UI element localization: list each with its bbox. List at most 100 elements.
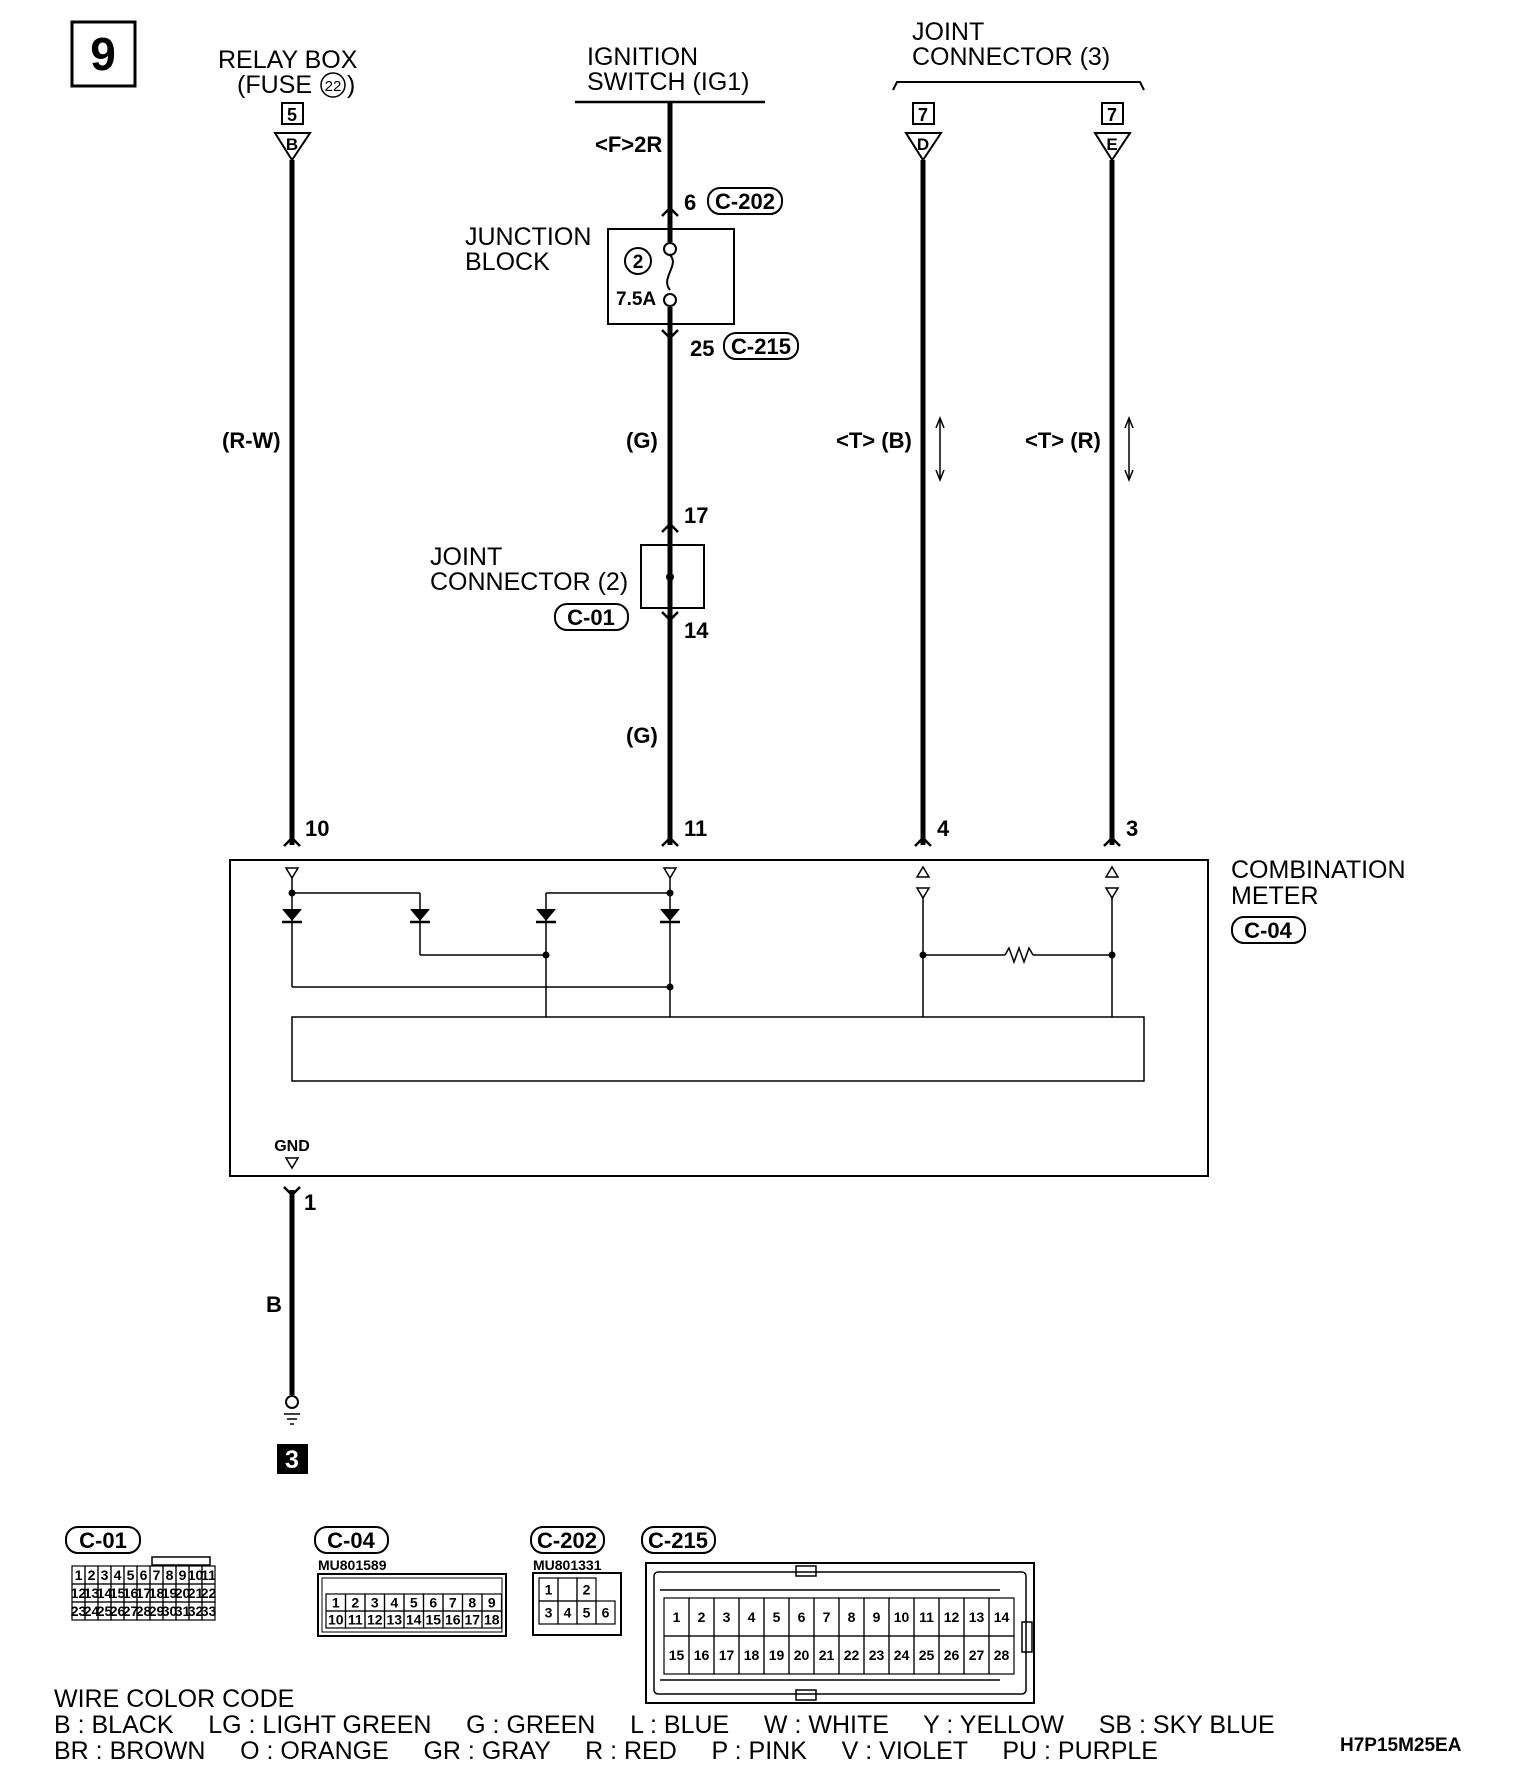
pin-25-label: 25 [690, 336, 714, 361]
connector-pin-number: 19 [162, 1585, 178, 1601]
connector-pin-number: 19 [769, 1647, 785, 1663]
connector-pin-cell [557, 1577, 578, 1602]
wire-color-code-line-2: BR : BROWN O : ORANGE GR : GRAY R : RED … [54, 1737, 1158, 1765]
connector-pin-number: 33 [201, 1603, 217, 1619]
conn-c215-tag-label: C-215 [731, 334, 791, 359]
connector-pin-number: 17 [136, 1585, 152, 1601]
connector-pin-number: 13 [969, 1609, 985, 1625]
connector-pin-number: 11 [919, 1609, 934, 1625]
connector-pin-number: 15 [669, 1647, 685, 1663]
combination-meter-title: COMBINATION [1231, 856, 1406, 884]
joint-conn-2-title: JOINT [430, 543, 502, 571]
conn-c04-tag-label: C-04 [1244, 918, 1292, 943]
relay-box-fuse-label: (FUSE [237, 71, 312, 99]
connector-pin-number: 6 [140, 1567, 148, 1583]
connector-pin-number: 23 [869, 1647, 885, 1663]
page-number-box: 9 [70, 20, 137, 88]
combination-meter: COMBINATION METER C-04 [229, 856, 1406, 1177]
connector-pin-number: 13 [386, 1612, 402, 1628]
diode-icon [410, 909, 430, 924]
connector-pin-number: 14 [97, 1585, 113, 1601]
connector-pin-number: 26 [110, 1603, 126, 1619]
junction-fuse-number: 2 [633, 252, 644, 273]
connector-pin-number: 10 [894, 1609, 910, 1625]
conn-view-c215-label: C-215 [648, 1528, 708, 1553]
connector-pin-number: 20 [794, 1647, 810, 1663]
connector-pin-number: 12 [71, 1585, 87, 1601]
conn-c202-tag-label: C-202 [715, 189, 775, 214]
connector-pin-number: 24 [84, 1603, 100, 1619]
connector-pin-number: 1 [673, 1609, 681, 1625]
fuse-number-circle [320, 72, 346, 98]
connector-pin-number: 9 [873, 1609, 881, 1625]
connector-pin-number: 9 [488, 1595, 496, 1611]
connector-pin-number: 6 [602, 1605, 610, 1621]
connector-pin-number: 22 [201, 1585, 217, 1601]
conn-view-c04-part: MU801589 [318, 1557, 387, 1573]
connector-pin-number: 20 [175, 1585, 191, 1601]
connector-pin-number: 30 [162, 1603, 178, 1619]
connector-pin-number: 5 [773, 1609, 781, 1625]
connector-tag-c215: C-215 [723, 332, 799, 360]
connector-pin-number: 11 [201, 1567, 216, 1583]
wire-label-g-1: (G) [626, 428, 658, 453]
gnd-label: GND [274, 1138, 310, 1155]
joint-3-code-e: E [1106, 135, 1117, 154]
connector-pin-number: 3 [101, 1567, 109, 1583]
conn-c01-tag-label: C-01 [567, 605, 615, 630]
connector-pin-number: 14 [994, 1609, 1010, 1625]
connector-pin-number: 16 [445, 1612, 461, 1628]
connector-pin-number: 8 [166, 1567, 174, 1583]
pin-3-label: 3 [1126, 816, 1138, 841]
relay-terminal-symbol [273, 132, 312, 162]
wire-color-code-line-1: B : BLACK LG : LIGHT GREEN G : GREEN L :… [54, 1711, 1275, 1739]
connector-pin-number: 23 [71, 1603, 87, 1619]
junction-block-title: JUNCTION [465, 223, 591, 251]
connector-pin-number: 27 [123, 1603, 139, 1619]
joint-conn-3-title-2: CONNECTOR (3) [912, 43, 1110, 71]
connector-pin-number: 1 [75, 1567, 83, 1583]
connector-pin-number: 32 [188, 1603, 204, 1619]
ignition-variant: <F>2R [595, 132, 662, 157]
connector-pin-number: 17 [719, 1647, 735, 1663]
joint-3-code-d: D [917, 135, 929, 154]
pin-11-label: 11 [684, 816, 707, 841]
connector-pin-number: 16 [123, 1585, 139, 1601]
joint-conn-2-title-2: CONNECTOR (2) [430, 568, 628, 596]
page-number: 9 [90, 28, 116, 80]
connector-pin-number: 10 [188, 1567, 204, 1583]
junction-block: JUNCTION BLOCK 2 7.5A [465, 223, 735, 330]
wire-label-g-2: (G) [626, 723, 658, 748]
connector-pin-number: 5 [410, 1595, 418, 1611]
connector-pin-cell [988, 1635, 1015, 1675]
connector-pin-number: 3 [723, 1609, 731, 1625]
connector-pin-number: 28 [136, 1603, 152, 1619]
connector-pin-number: 2 [698, 1609, 706, 1625]
joint-3-terminal-e: 7 [1107, 105, 1117, 125]
wire-label-rw: (R-W) [222, 428, 281, 453]
relay-fuse-number: 22 [325, 78, 342, 95]
connector-pin-cell [595, 1600, 616, 1625]
wire-label-b: B [266, 1292, 282, 1317]
connector-pin-number: 6 [429, 1595, 437, 1611]
connector-pin-number: 8 [468, 1595, 476, 1611]
relay-terminal-code: B [286, 135, 298, 154]
wire-color-code-title: WIRE COLOR CODE [54, 1685, 294, 1713]
pin-4-label: 4 [937, 816, 950, 841]
connector-pin-number: 15 [425, 1612, 441, 1628]
connector-pin-number: 26 [944, 1647, 960, 1663]
diode-icon [536, 909, 556, 924]
pin-10-arrow [283, 836, 301, 847]
connector-pin-number: 31 [175, 1603, 191, 1619]
relay-box-fuse-close: ) [347, 71, 355, 99]
ground-point-box [277, 1444, 308, 1474]
meter-internal-module [291, 1016, 1145, 1082]
ignition-title: IGNITION [587, 43, 698, 71]
relay-box-title: RELAY BOX [218, 46, 358, 74]
connector-pin-number: 28 [994, 1647, 1010, 1663]
connector-pin-number: 15 [110, 1585, 126, 1601]
junction-block-title-2: BLOCK [465, 248, 550, 276]
connector-pin-number: 2 [583, 1582, 591, 1598]
connector-pin-number: 4 [748, 1609, 756, 1625]
